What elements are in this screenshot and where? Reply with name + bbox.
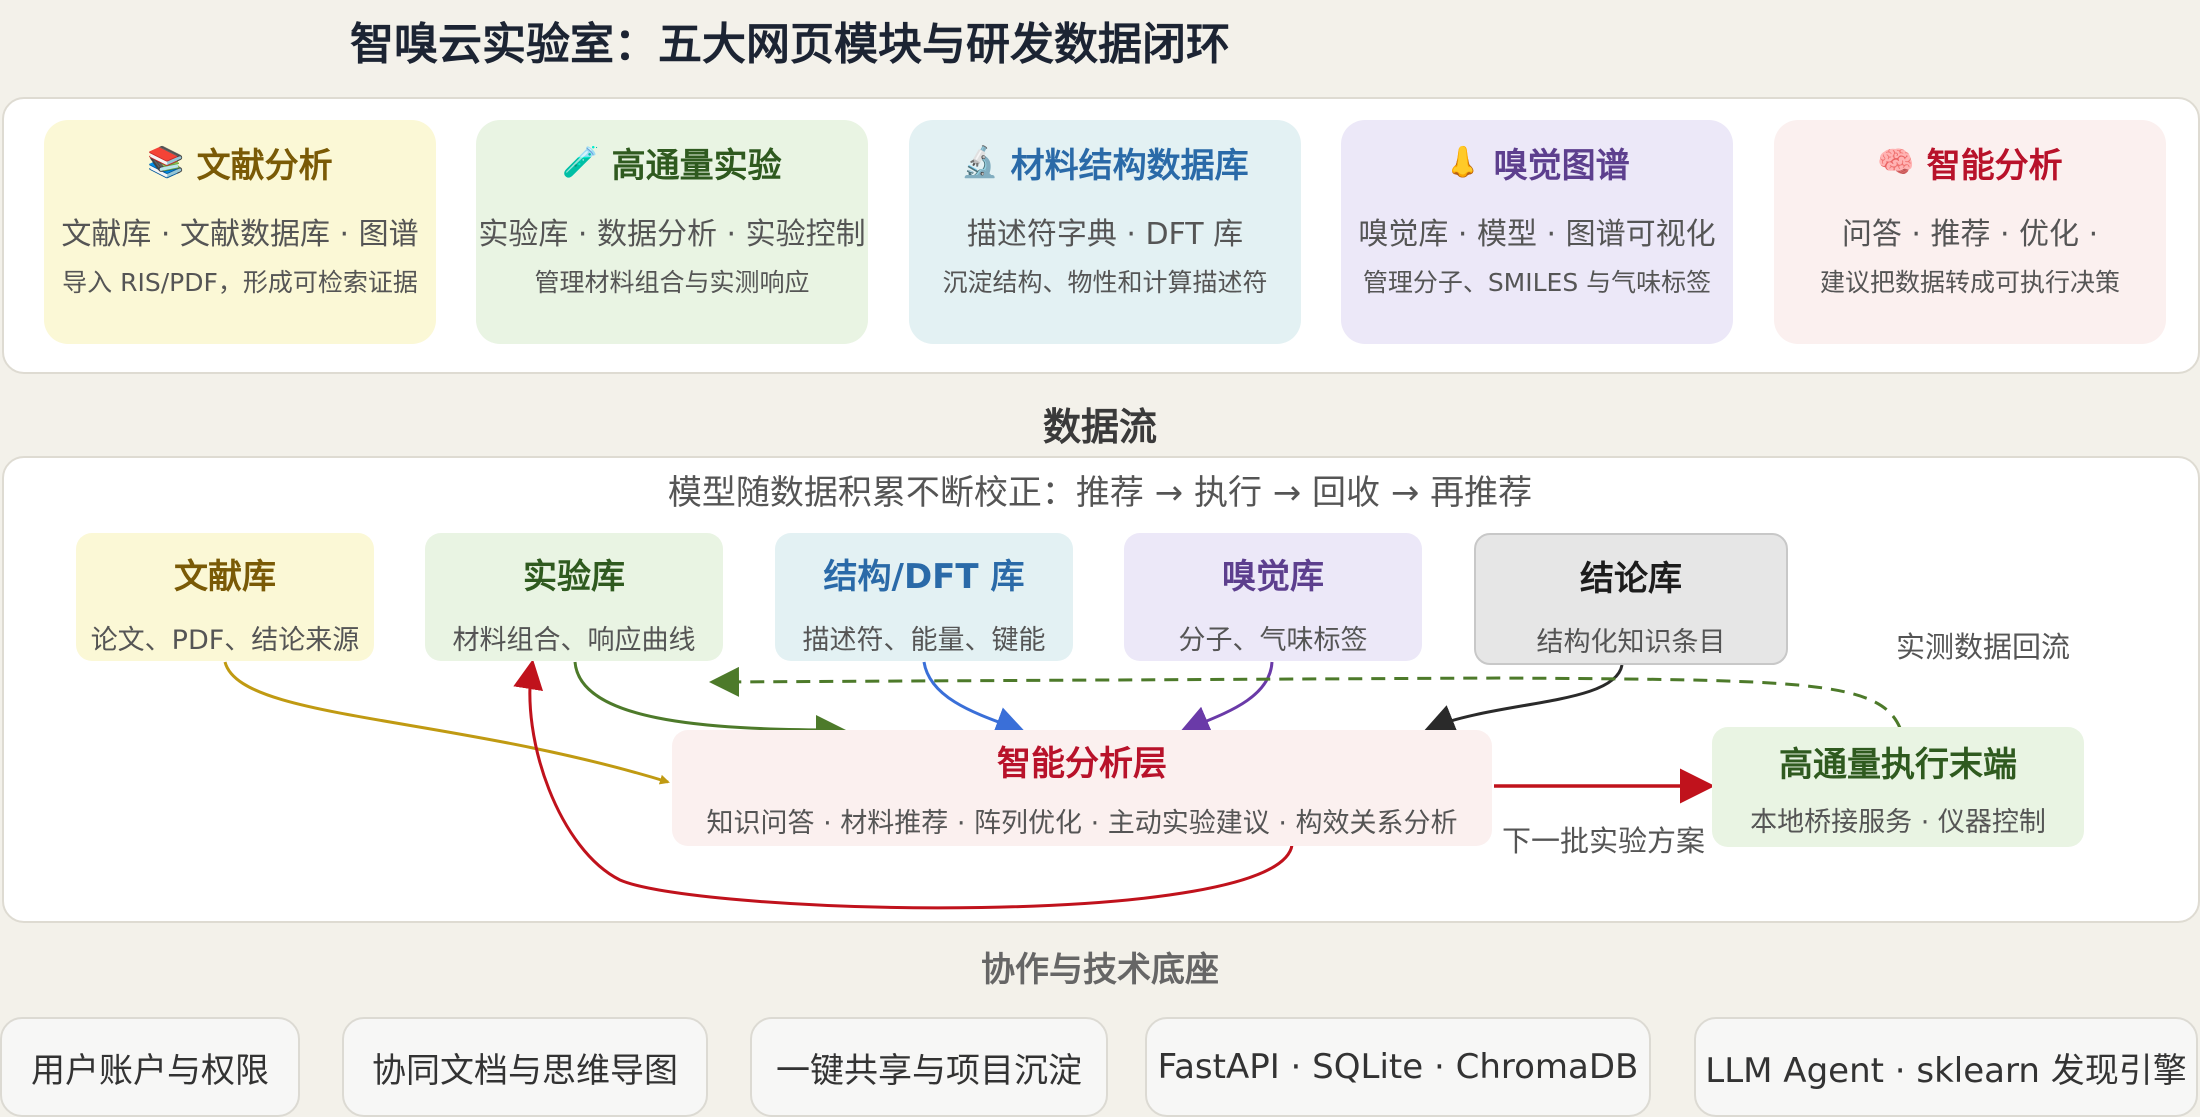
microscope-icon: 🔬 xyxy=(961,145,999,180)
module-title: 材料结构数据库 xyxy=(1010,146,1249,186)
arrow-olfactory-to-analysis xyxy=(1179,661,1274,735)
module-title: 嗅觉图谱 xyxy=(1493,146,1630,186)
module-materials-db[interactable]: 🔬 材料结构数据库 描述符字典 · DFT 库 沉淀结构、物性和计算描述符 xyxy=(909,120,1301,344)
arrow-structure-to-analysis xyxy=(922,661,1026,736)
module-line1: 描述符字典 · DFT 库 xyxy=(966,217,1244,252)
module-line2: 沉淀结构、物性和计算描述符 xyxy=(942,268,1268,297)
module-line1: 嗅觉库 · 模型 · 图谱可视化 xyxy=(1358,217,1716,252)
module-line1: 问答 · 推荐 · 优化 · xyxy=(1841,217,2099,252)
node-subtitle: 结构化知识条目 xyxy=(1536,627,1726,658)
module-title: 文献分析 xyxy=(196,146,333,186)
node-structure-dft-db[interactable]: 结构/DFT 库 描述符、能量、键能 xyxy=(775,533,1073,661)
flow-section-title: 数据流 xyxy=(1042,405,1157,449)
nose-icon: 👃 xyxy=(1444,145,1482,180)
node-title: 文献库 xyxy=(174,557,276,597)
module-line2: 管理分子、SMILES 与气味标签 xyxy=(1362,268,1712,297)
node-analysis-layer[interactable]: 智能分析层 知识问答 · 材料推荐 · 阵列优化 · 主动实验建议 · 构效关系… xyxy=(672,730,1492,846)
arrow-analysis-to-experiment xyxy=(513,659,1294,910)
module-line2: 导入 RIS/PDF，形成可检索证据 xyxy=(62,268,418,297)
node-subtitle: 本地桥接服务 · 仪器控制 xyxy=(1750,807,2046,838)
collab-item-docs[interactable]: 协同文档与思维导图 xyxy=(342,1017,708,1117)
collab-section-title: 协作与技术底座 xyxy=(981,950,1219,990)
node-title: 结构/DFT 库 xyxy=(823,557,1025,597)
page-title: 智嗅云实验室：五大网页模块与研发数据闭环 xyxy=(350,19,1230,70)
node-title: 智能分析层 xyxy=(997,744,1167,784)
flow-subtitle: 模型随数据积累不断校正：推荐 → 执行 → 回收 → 再推荐 xyxy=(667,473,1533,513)
module-line1: 实验库 · 数据分析 · 实验控制 xyxy=(478,217,866,252)
node-conclusion-db[interactable]: 结论库 结构化知识条目 xyxy=(1474,533,1788,665)
brain-icon: 🧠 xyxy=(1877,145,1915,180)
arrow-conclusion-to-analysis xyxy=(1424,664,1624,734)
node-subtitle: 材料组合、响应曲线 xyxy=(452,625,696,656)
node-subtitle: 描述符、能量、键能 xyxy=(802,625,1046,656)
arrow-experiment-to-analysis xyxy=(573,661,846,745)
node-execution-terminal[interactable]: 高通量执行末端 本地桥接服务 · 仪器控制 xyxy=(1712,727,2084,847)
module-line2: 管理材料组合与实测响应 xyxy=(534,268,810,297)
label-feedback: 实测数据回流 xyxy=(1896,630,2071,664)
node-literature-db[interactable]: 文献库 论文、PDF、结论来源 xyxy=(76,533,374,661)
node-experiment-db[interactable]: 实验库 材料组合、响应曲线 xyxy=(425,533,723,661)
books-icon: 📚 xyxy=(147,145,185,180)
node-subtitle: 知识问答 · 材料推荐 · 阵列优化 · 主动实验建议 · 构效关系分析 xyxy=(706,808,1458,839)
node-title: 嗅觉库 xyxy=(1222,557,1324,597)
module-high-throughput[interactable]: 🧪 高通量实验 实验库 · 数据分析 · 实验控制 管理材料组合与实测响应 xyxy=(476,120,868,344)
node-subtitle: 论文、PDF、结论来源 xyxy=(90,625,360,656)
arrow-literature-to-analysis xyxy=(223,661,670,785)
node-title: 实验库 xyxy=(523,557,625,597)
module-title: 高通量实验 xyxy=(611,146,782,186)
module-line1: 文献库 · 文献数据库 · 图谱 xyxy=(61,217,419,252)
collab-item-tech-stack[interactable]: FastAPI · SQLite · ChromaDB xyxy=(1145,1017,1651,1117)
module-literature[interactable]: 📚 文献分析 文献库 · 文献数据库 · 图谱 导入 RIS/PDF，形成可检索… xyxy=(44,120,436,344)
collab-item-ai-engine[interactable]: LLM Agent · sklearn 发现引擎 xyxy=(1694,1017,2198,1117)
node-title: 高通量执行末端 xyxy=(1779,745,2017,785)
test-tube-icon: 🧪 xyxy=(562,145,600,180)
collab-item-accounts[interactable]: 用户账户与权限 xyxy=(0,1017,300,1117)
node-title: 结论库 xyxy=(1580,559,1682,599)
node-olfactory-db[interactable]: 嗅觉库 分子、气味标签 xyxy=(1124,533,1422,661)
module-line2: 建议把数据转成可执行决策 xyxy=(1819,268,2120,297)
node-subtitle: 分子、气味标签 xyxy=(1178,625,1368,656)
module-olfactory-map[interactable]: 👃 嗅觉图谱 嗅觉库 · 模型 · 图谱可视化 管理分子、SMILES 与气味标… xyxy=(1341,120,1733,344)
collab-item-sharing[interactable]: 一键共享与项目沉淀 xyxy=(750,1017,1108,1117)
module-intelligent-analysis[interactable]: 🧠 智能分析 问答 · 推荐 · 优化 · 建议把数据转成可执行决策 xyxy=(1774,120,2166,344)
label-next-batch: 下一批实验方案 xyxy=(1502,824,1706,858)
module-title: 智能分析 xyxy=(1926,146,2063,186)
arrow-feedback-to-experiment xyxy=(709,666,1902,729)
